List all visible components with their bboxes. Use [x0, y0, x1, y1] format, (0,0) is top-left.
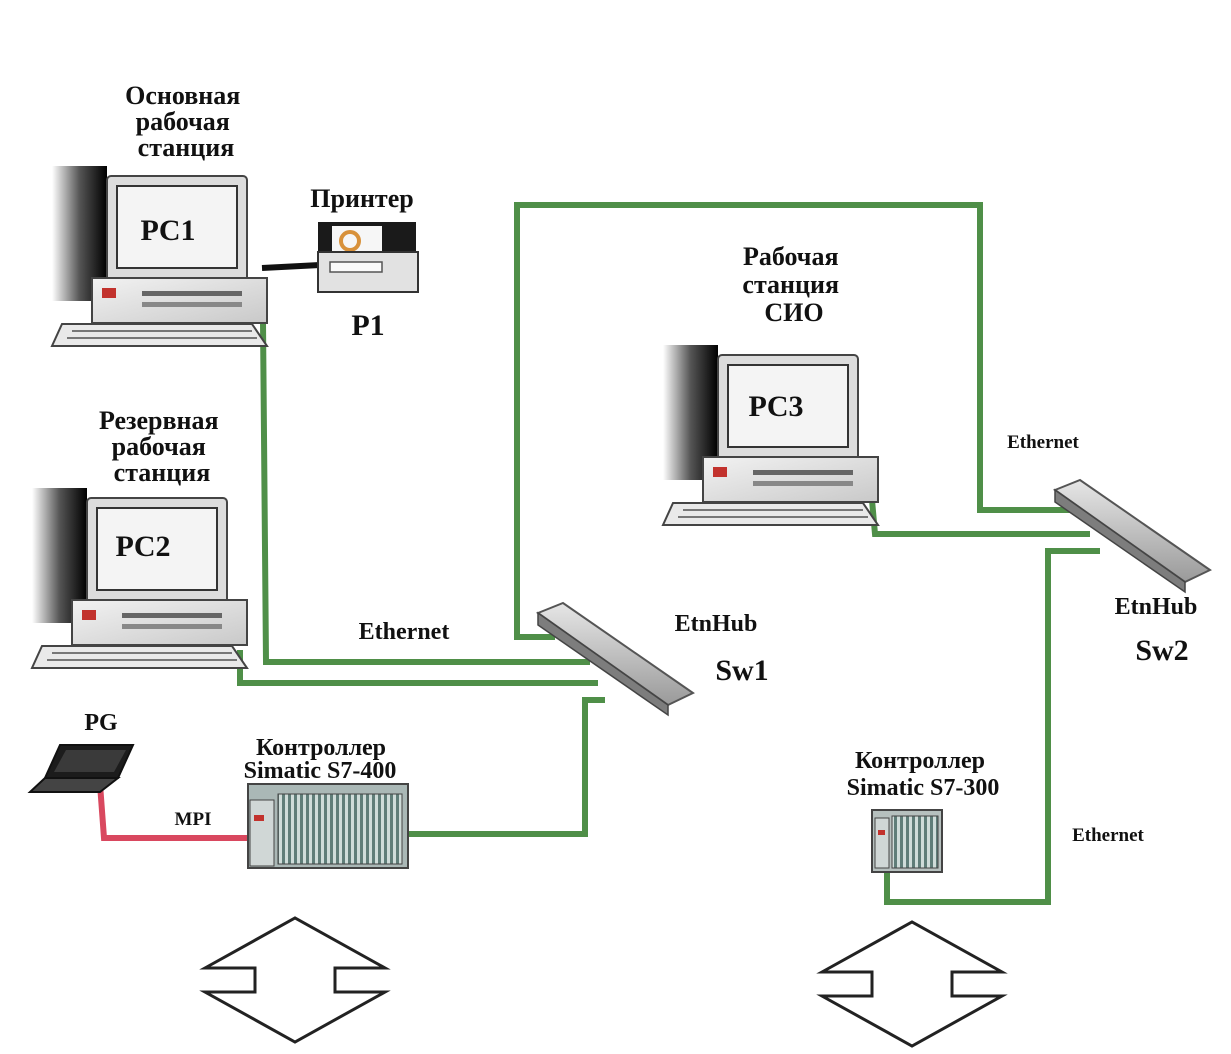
pc1-caption-line: станция — [138, 133, 235, 162]
printer-p1: Принтер P1 — [310, 184, 419, 342]
pc2-caption-line: станция — [114, 458, 211, 487]
pc1: PC1 Основная рабочая станция — [51, 81, 268, 347]
svg-text:Основная рабочая с: Основная рабочая станция — [125, 81, 247, 162]
ethernet-label-sw2-bottom: Ethernet — [1072, 825, 1144, 846]
printer-logo-icon — [339, 230, 361, 252]
double-arrow-icon — [820, 920, 1004, 1048]
hub-sw1-id: Sw1 — [715, 654, 768, 687]
hub-sw2: EtnHub Sw2 — [1054, 479, 1211, 667]
pc3-caption-line: Рабочая — [743, 242, 839, 271]
pc1-caption-line: Основная — [125, 81, 240, 110]
controller-s7-400: Контроллер Simatic S7-400 — [244, 735, 409, 869]
pc3: PC3 Рабочая станция СИО — [662, 242, 879, 526]
s7-300-caption-line: Контроллер — [855, 748, 985, 774]
ethernet-label-sw1: Ethernet — [359, 619, 450, 645]
svg-text:Резервная рабочая: Резервная рабочая станция — [99, 406, 225, 487]
cable-s7400-sw1 — [405, 697, 605, 837]
hub-sw2-name: EtnHub — [1115, 594, 1198, 620]
svg-text:Рабочая станция СИ: Рабочая станция СИО — [742, 242, 845, 327]
svg-text:Контроллер Simatic S7-40: Контроллер Simatic S7-400 — [244, 735, 397, 784]
pg-label: PG — [84, 710, 118, 736]
printer-caption: Принтер — [310, 184, 413, 213]
pc3-caption-line: СИО — [764, 298, 823, 327]
pc1-screen-label: PC1 — [141, 214, 196, 247]
ethernet-label-sw2-top: Ethernet — [1007, 432, 1079, 453]
pg-laptop: PG — [27, 710, 135, 793]
hub-sw2-id: Sw2 — [1135, 634, 1188, 667]
cable-printer — [261, 262, 321, 271]
double-arrow-icon — [203, 916, 387, 1044]
pc3-caption-line: станция — [742, 270, 839, 299]
s7-400-caption-line: Simatic S7-400 — [244, 758, 397, 784]
pc2-caption-line: Резервная — [99, 406, 219, 435]
pc3-screen-label: PC3 — [749, 390, 804, 423]
cable-mpi — [97, 783, 250, 841]
hub-sw1-name: EtnHub — [675, 611, 758, 637]
svg-text:Контроллер Simatic S7-30: Контроллер Simatic S7-300 — [847, 748, 1000, 801]
cable-pc1-sw1 — [260, 321, 590, 665]
pc2-screen-label: PC2 — [116, 530, 171, 563]
cable-sw1-uplink — [514, 202, 1080, 640]
cable-pc2-sw1 — [237, 650, 598, 686]
mpi-label: MPI — [175, 809, 212, 830]
pc2-caption-line: рабочая — [112, 432, 206, 461]
controller-s7-300: Контроллер Simatic S7-300 — [847, 748, 1000, 873]
s7-400-caption-line: Контроллер — [256, 735, 386, 761]
cable-pc3-sw2 — [869, 499, 1090, 537]
pc2: PC2 Резервная рабочая станция — [31, 406, 248, 669]
pc1-caption-line: рабочая — [136, 107, 230, 136]
s7-300-caption-line: Simatic S7-300 — [847, 775, 1000, 801]
printer-id-label: P1 — [351, 309, 384, 342]
hub-sw1: EtnHub Sw1 — [537, 602, 769, 716]
cable-s7300-sw2 — [884, 548, 1100, 905]
